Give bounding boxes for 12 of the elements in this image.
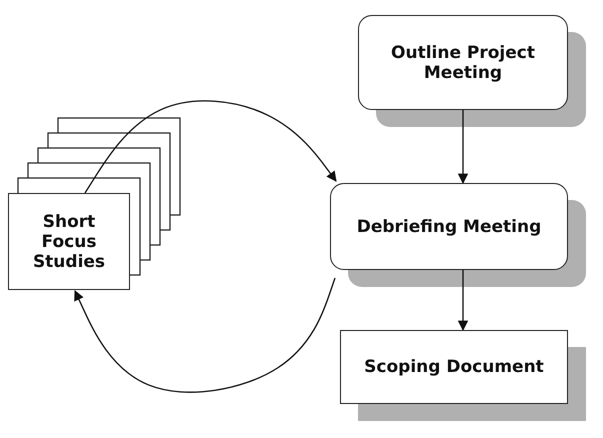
arrow [458, 270, 468, 332]
node-label: Short Focus Studies [32, 212, 106, 272]
arrow [74, 278, 336, 393]
node-label: Debriefing Meeting [356, 216, 542, 236]
document-box [340, 330, 568, 404]
arrow [458, 110, 468, 184]
document-page [8, 193, 130, 290]
meeting-box [358, 15, 568, 110]
arrow [84, 100, 337, 194]
node-label: Scoping Document [364, 357, 544, 377]
meeting-box [330, 183, 568, 270]
node-label: Outline Project Meeting [390, 42, 536, 82]
